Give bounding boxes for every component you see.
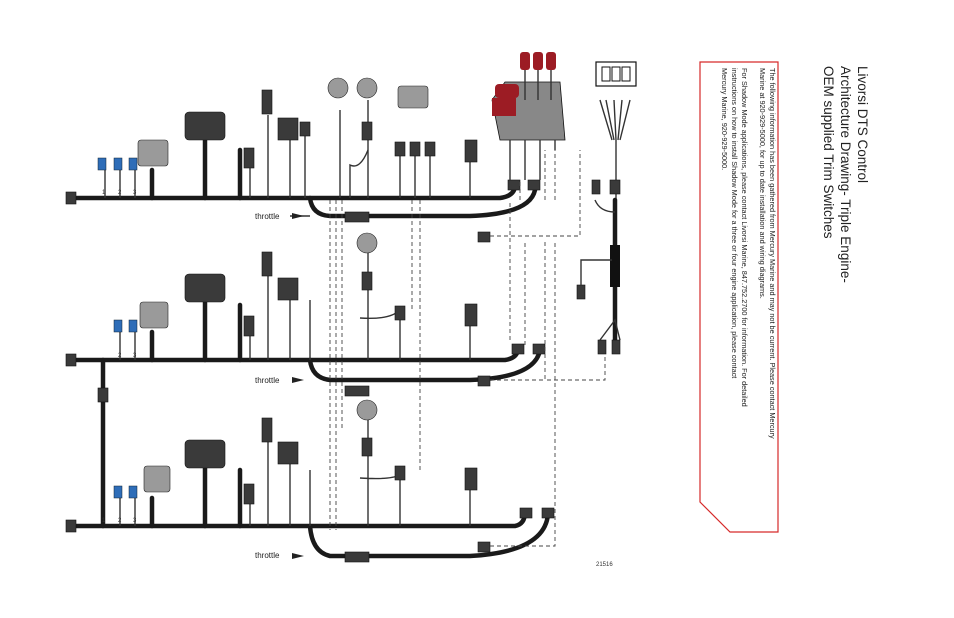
- dts-control-head: [491, 52, 566, 180]
- title-line-1: Livorsi DTS Control: [855, 66, 870, 183]
- title-block: Livorsi DTS Control Architecture Drawing…: [821, 66, 870, 283]
- svg-text:1: 1: [102, 518, 106, 524]
- note-text: The following information has been gathe…: [720, 68, 777, 439]
- svg-text:Marine at 920-929-5000, for up: Marine at 920-929-5000, for up to date i…: [758, 68, 767, 299]
- gauge-icon: [356, 399, 378, 421]
- junction-box: [184, 111, 226, 141]
- svg-text:The following information has: The following information has been gathe…: [768, 68, 777, 439]
- svg-text:1: 1: [102, 190, 106, 196]
- title-line-3: OEM supplied Trim Switches: [821, 66, 836, 239]
- key-switch-panel: [397, 85, 429, 109]
- engine-harness-3: throttle 1 2 3: [65, 357, 555, 563]
- ecu-module: [137, 139, 169, 167]
- svg-text:instructions on how to install: instructions on how to install Shadow Mo…: [730, 68, 739, 378]
- svg-text:Mercury Marine, 920-929-5000.: Mercury Marine, 920-929-5000.: [720, 68, 729, 170]
- gauge-icon: [327, 77, 349, 99]
- note-box: [699, 61, 779, 533]
- drawing-number: 21516: [596, 562, 613, 568]
- svg-text:2: 2: [118, 353, 122, 359]
- svg-text:2: 2: [118, 190, 122, 196]
- dashed-connections: [329, 150, 606, 547]
- gauge-icon: [356, 232, 378, 254]
- harness-end-plug: [65, 191, 77, 205]
- title-line-2: Architecture Drawing- Triple Engine-: [838, 66, 853, 283]
- svg-text:3: 3: [133, 518, 137, 524]
- engine-harness-2: throttle 1 2 3: [65, 232, 546, 397]
- trim-switch-panel: [576, 61, 637, 355]
- svg-text:3: 3: [133, 353, 137, 359]
- control-lever-handle: [495, 84, 519, 98]
- svg-text:For Shadow Mode applications,: For Shadow Mode applications, please con…: [740, 68, 749, 407]
- throttle-label: throttle: [255, 376, 280, 385]
- svg-text:2: 2: [118, 518, 122, 524]
- svg-text:3: 3: [133, 190, 137, 196]
- throttle-label: throttle: [255, 212, 280, 221]
- throttle-label: throttle: [255, 551, 280, 560]
- gauge-icon: [356, 77, 378, 99]
- engine-harness-1: throttle 1 2 3: [65, 77, 541, 243]
